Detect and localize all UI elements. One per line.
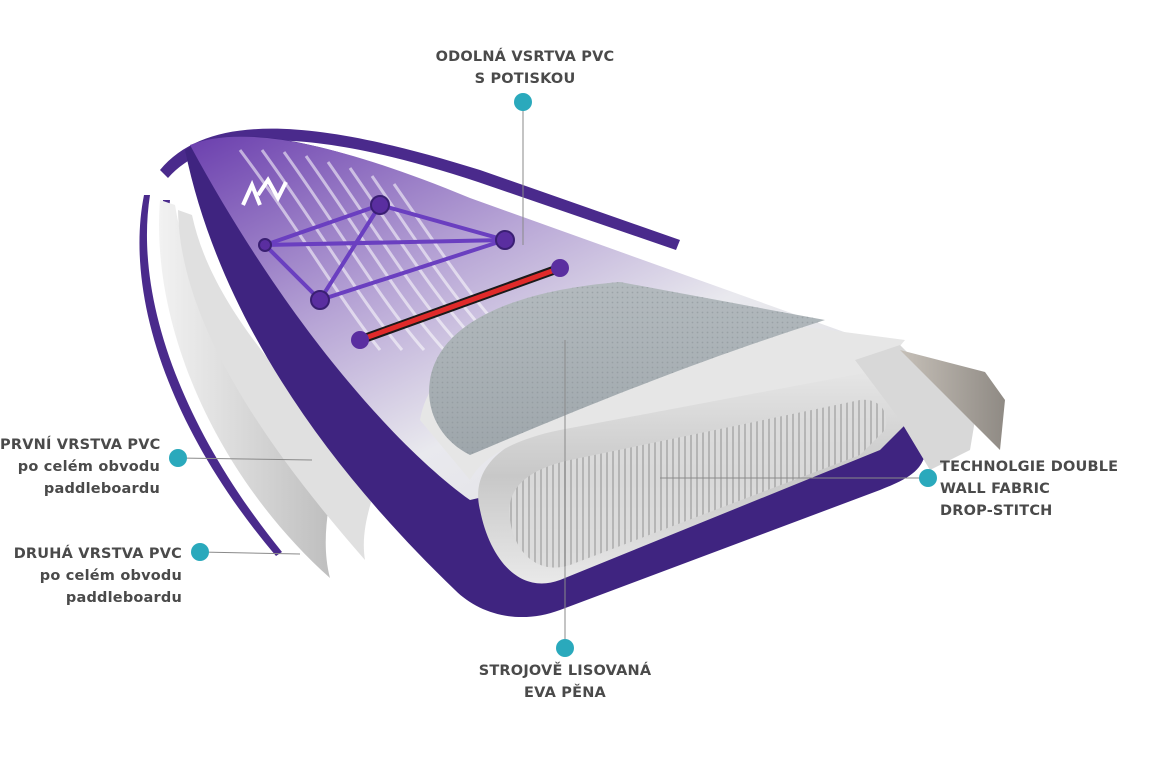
label-pvc1-line3: paddleboardu — [43, 481, 160, 497]
marker-right — [919, 469, 937, 487]
label-pvc1-line1: PRVNÍ VRSTVA PVC — [0, 437, 161, 453]
marker-first-pvc — [169, 449, 187, 467]
carry-handle — [351, 259, 569, 349]
gray-layer-inner — [178, 210, 378, 560]
callout-markers — [169, 93, 937, 657]
label-first-pvc-layer: PRVNÍ VRSTVA PVC po celém obvodu paddleb… — [0, 434, 160, 500]
label-pvc2-line2: po celém obvodu — [39, 568, 182, 584]
brand-logo-icon — [241, 176, 288, 206]
label-pvc2-line1: DRUHÁ VRSTVA PVC — [13, 546, 182, 562]
label-right-line3: DROP-STITCH — [940, 503, 1053, 519]
marker-bottom — [556, 639, 574, 657]
label-pvc1-line2: po celém obvodu — [17, 459, 160, 475]
label-top-line2: S POTISKOU — [474, 71, 576, 87]
back-plate-brown — [900, 350, 1005, 450]
callout-lines — [177, 102, 928, 648]
label-right-line1: TECHNOLGIE DOUBLE — [940, 459, 1119, 475]
label-second-pvc-layer: DRUHÁ VRSTVA PVC po celém obvodu paddleb… — [0, 543, 182, 609]
label-top-line1: ODOLNÁ VSRTVA PVC — [435, 49, 615, 65]
label-pvc2-line3: paddleboardu — [65, 590, 182, 606]
marker-second-pvc — [191, 543, 209, 561]
label-bottom-line2: EVA PĚNA — [524, 685, 606, 701]
drop-stitch-fibers — [509, 399, 887, 568]
back-plate-gray — [855, 345, 975, 470]
label-drop-stitch: TECHNOLGIE DOUBLE WALL FABRIC DROP-STITC… — [940, 456, 1145, 522]
bungee-anchors — [258, 195, 515, 310]
label-eva-foam: STROJOVĚ LISOVANÁ EVA PĚNA — [410, 660, 720, 704]
label-right-line2: WALL FABRIC — [940, 481, 1051, 497]
label-printed-pvc-layer: ODOLNÁ VSRTVA PVC S POTISKOU — [330, 46, 720, 90]
marker-top — [514, 93, 532, 111]
eva-foam-texture — [429, 282, 825, 455]
outer-pvc-strip-left — [139, 195, 282, 556]
label-bottom-line1: STROJOVĚ LISOVANÁ — [478, 663, 652, 679]
